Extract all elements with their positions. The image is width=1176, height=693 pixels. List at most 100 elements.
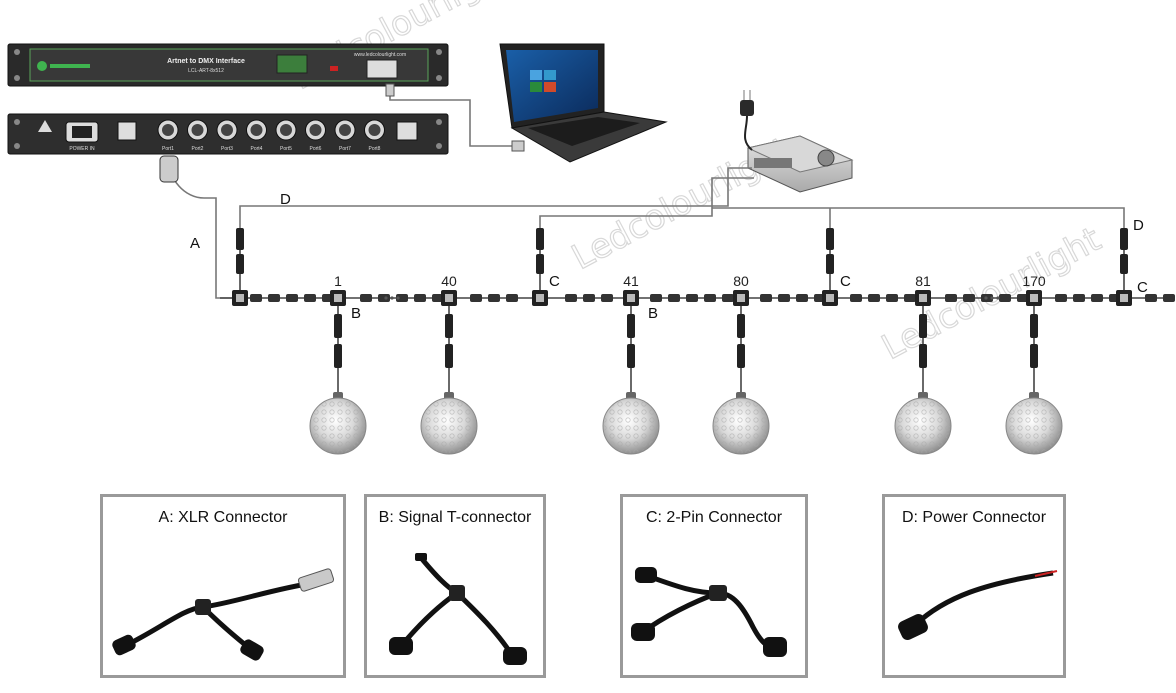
- label-c1: C: [549, 273, 560, 290]
- cable-connector: [601, 294, 613, 302]
- label-b1: B: [351, 305, 361, 322]
- drop-connector: [919, 314, 927, 338]
- cable-connector: [506, 294, 518, 302]
- power-inject-connector: [1120, 228, 1128, 250]
- cable-connector: [1145, 294, 1157, 302]
- power-inject-connector: [1120, 254, 1128, 274]
- power-inject-connector: [826, 254, 834, 274]
- cable-connector: [268, 294, 280, 302]
- xlr-plug: [159, 155, 179, 183]
- fan-icon-right: [396, 121, 418, 141]
- cable-connector: [999, 294, 1011, 302]
- artnet-interface-rack: Artnet to DMX Interface LCL-ART-8x512 ww…: [7, 43, 449, 87]
- cable-connector: [868, 294, 880, 302]
- drop-connector: [737, 344, 745, 368]
- cable-connector: [668, 294, 680, 302]
- power-connector-picture: [898, 570, 1058, 641]
- label-b2: B: [648, 305, 658, 322]
- label-c2: C: [840, 273, 851, 290]
- laptop: [499, 43, 668, 163]
- pixel-number-80: 80: [733, 273, 749, 289]
- fan-grille-icon: [817, 149, 835, 167]
- cable-connector: [686, 294, 698, 302]
- cable-connector: [722, 294, 734, 302]
- cable-connector: [488, 294, 500, 302]
- cable-connector: [963, 294, 975, 302]
- lcd-display: [276, 54, 308, 74]
- warning-icon: [38, 120, 52, 132]
- power-in-label: POWER IN: [69, 146, 95, 152]
- legend-2-pin-connector: C: 2-Pin Connector: [620, 494, 808, 678]
- power-inject-connector: [536, 228, 544, 250]
- port-label: Port1: [162, 146, 174, 152]
- drop-connector: [334, 314, 342, 338]
- cable-connector: [1055, 294, 1067, 302]
- brand-logo-icon: [37, 61, 47, 71]
- mains-plug-icon: [740, 90, 754, 151]
- label-d2: D: [1133, 217, 1144, 234]
- drop-connector: [919, 344, 927, 368]
- two-pin-connector-picture: [631, 567, 787, 657]
- cable-connector: [945, 294, 957, 302]
- legend-title-d: D: Power Connector: [901, 509, 1047, 526]
- cable-connector: [378, 294, 390, 302]
- cable-connector: [886, 294, 898, 302]
- port-label: Port2: [192, 146, 204, 152]
- cable-connector: [796, 294, 808, 302]
- cable-connector: [850, 294, 862, 302]
- drop-connector: [445, 314, 453, 338]
- power-supply: [746, 135, 854, 193]
- legend-title-c: C: 2-Pin Connector: [645, 509, 783, 526]
- pixel-number-1: 1: [334, 273, 342, 289]
- cable-connector: [360, 294, 372, 302]
- label-a: A: [190, 235, 200, 252]
- drop-connector: [627, 314, 635, 338]
- cable-connector: [286, 294, 298, 302]
- cable-connector: [565, 294, 577, 302]
- power-inject-connector: [236, 228, 244, 250]
- cable-connector: [250, 294, 262, 302]
- pixel-number-40: 40: [441, 273, 457, 289]
- interface-model: LCL-ART-8x512: [188, 68, 224, 74]
- port-label: Port3: [221, 146, 233, 152]
- cable-connector: [650, 294, 662, 302]
- cable-connector: [414, 294, 426, 302]
- legend-title-a: A: XLR Connector: [158, 509, 288, 526]
- pixel-number-41: 41: [623, 273, 639, 289]
- cable-connector: [760, 294, 772, 302]
- ellipsis-dot: [990, 296, 994, 300]
- port-label: Port5: [280, 146, 292, 152]
- ethernet-ports: [366, 59, 398, 79]
- cable-connector: [304, 294, 316, 302]
- pixel-drops: [309, 306, 1063, 455]
- cable-connector: [396, 294, 408, 302]
- port-label: Port6: [310, 146, 322, 152]
- legend-title-b: B: Signal T-connector: [378, 509, 532, 526]
- legend-power-connector: D: Power Connector: [882, 494, 1066, 678]
- legend-xlr-connector: A: XLR Connector: [100, 494, 346, 678]
- cable-connector: [904, 294, 916, 302]
- ellipsis-dot: [390, 296, 394, 300]
- cable-connector: [583, 294, 595, 302]
- ellipsis-dot: [996, 296, 1000, 300]
- ellipsis-dot: [384, 296, 388, 300]
- connectors: [232, 228, 1175, 306]
- drop-connector: [737, 314, 745, 338]
- cable-connector: [470, 294, 482, 302]
- watermark-3: Ledcolourlight: [875, 219, 1107, 368]
- drop-connector: [445, 344, 453, 368]
- drop-connector: [1030, 344, 1038, 368]
- power-lines: [239, 167, 1125, 232]
- drop-connector: [334, 344, 342, 368]
- pixel-number-170: 170: [1022, 273, 1046, 289]
- t-connector-picture: [389, 553, 527, 665]
- cable-connector: [1091, 294, 1103, 302]
- drop-connector: [627, 344, 635, 368]
- power-inject-connector: [236, 254, 244, 274]
- ellipsis-dot: [984, 296, 988, 300]
- power-inject-connector: [826, 228, 834, 250]
